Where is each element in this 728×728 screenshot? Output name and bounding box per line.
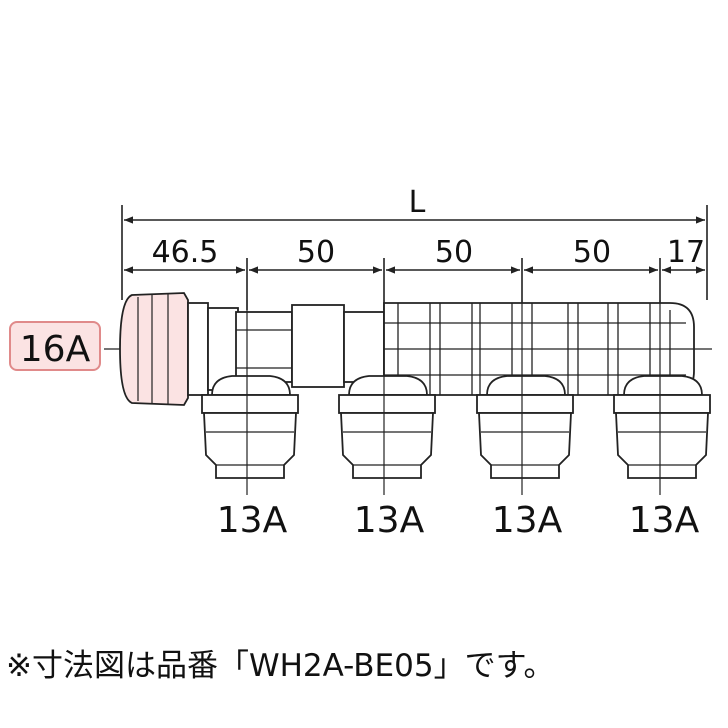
- overall-dimension-label: L: [409, 185, 426, 220]
- outlet-label-1: 13A: [217, 500, 288, 541]
- outlet-centerlines: [246, 300, 661, 495]
- inlet-label: 16A: [9, 321, 101, 371]
- outlet-label-2: 13A: [354, 500, 425, 541]
- dimension-label-2: 50: [297, 235, 335, 270]
- inlet-fitting: [119, 292, 239, 406]
- outlet-label-3: 13A: [492, 500, 563, 541]
- inlet-label-text: 16A: [20, 329, 91, 370]
- outlet-fitting-1: [201, 375, 299, 479]
- outlet-fitting-2: [338, 375, 436, 479]
- extension-lines: [121, 205, 708, 310]
- dimension-label-3: 50: [435, 235, 473, 270]
- model-number-note: ※寸法図は品番「WH2A-BE05」です。: [6, 648, 555, 684]
- manifold-body: [235, 302, 695, 396]
- outlet-fitting-3: [476, 375, 574, 479]
- overall-dimension: L: [124, 185, 705, 224]
- segment-dimensions: 46.5 50 50 50 17: [124, 235, 705, 274]
- dimension-label-1: 46.5: [152, 235, 219, 270]
- dimension-label-4: 50: [573, 235, 611, 270]
- outlet-fitting-4: [613, 375, 711, 479]
- dimension-label-5: 17: [667, 235, 705, 270]
- outlet-label-4: 13A: [629, 500, 700, 541]
